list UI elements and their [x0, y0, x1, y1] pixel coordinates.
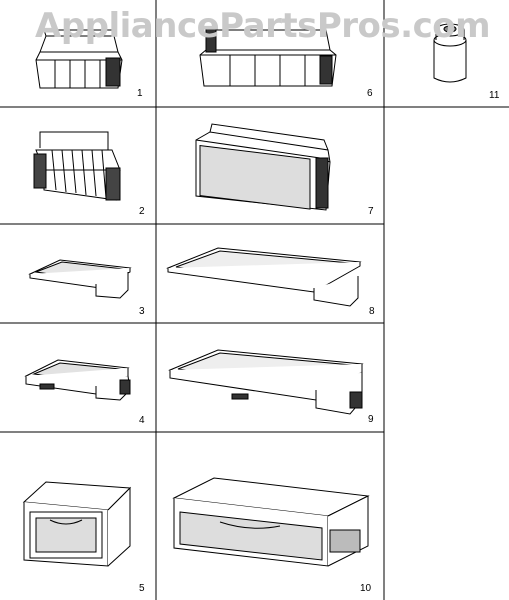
part-number: 5	[139, 583, 145, 594]
part-number: 2	[139, 206, 145, 217]
watermark: AppliancePartsPros.com	[35, 6, 491, 46]
part-number: 4	[139, 415, 145, 426]
part-number: 3	[139, 306, 145, 317]
part-number: 9	[368, 414, 374, 425]
part-number: 7	[368, 206, 374, 217]
part-number: 6	[367, 88, 373, 99]
part-number: 8	[369, 306, 375, 317]
part-number: 10	[360, 583, 372, 594]
part-number: 1	[137, 88, 143, 99]
part-number: 11	[489, 90, 500, 101]
